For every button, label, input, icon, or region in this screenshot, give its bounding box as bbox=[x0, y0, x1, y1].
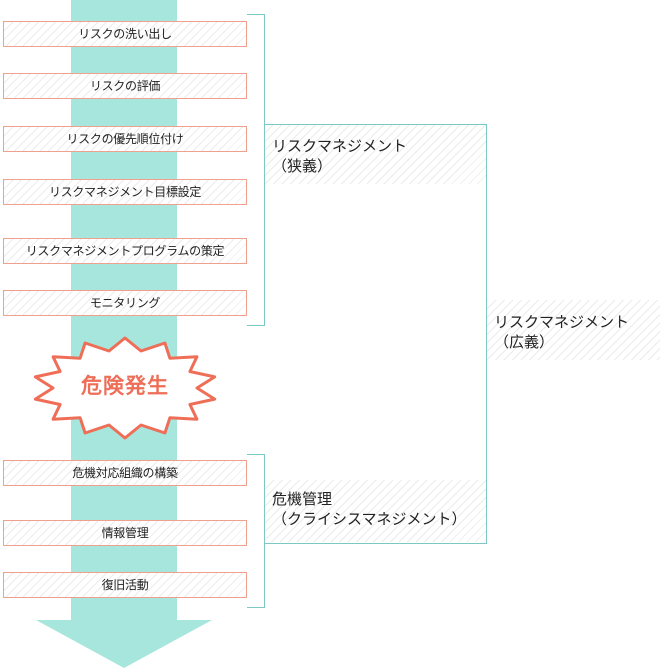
step-recovery-activities: 復旧活動 bbox=[3, 572, 247, 598]
bracket-crisis bbox=[247, 454, 265, 608]
step-objective-setting: リスクマネジメント目標設定 bbox=[3, 179, 247, 205]
hatch-narrow bbox=[265, 124, 487, 184]
step-risk-prioritization: リスクの優先順位付け bbox=[3, 126, 247, 152]
group-label-broad: リスクマネジメント （広義） bbox=[494, 312, 629, 352]
step-monitoring: モニタリング bbox=[3, 290, 247, 316]
group-label-narrow-line1: リスクマネジメント bbox=[272, 137, 408, 155]
bracket-narrow bbox=[247, 14, 265, 326]
flow-arrow-head bbox=[36, 620, 212, 668]
event-burst-icon bbox=[33, 336, 217, 440]
group-label-crisis-line2: （クライシスマネジメント） bbox=[272, 510, 467, 528]
group-label-broad-line2: （広義） bbox=[494, 333, 555, 351]
group-label-crisis-line1: 危機管理 bbox=[272, 490, 333, 508]
event-label: 危険発生 bbox=[81, 374, 169, 398]
bracket-broad bbox=[264, 124, 487, 544]
group-label-crisis: 危機管理 （クライシスマネジメント） bbox=[272, 489, 467, 529]
step-program-planning: リスクマネジメントプログラムの策定 bbox=[3, 238, 247, 264]
group-label-narrow-line2: （狭義） bbox=[272, 157, 333, 175]
group-label-narrow: リスクマネジメント （狭義） bbox=[272, 136, 407, 176]
group-label-broad-line1: リスクマネジメント bbox=[494, 313, 630, 331]
step-risk-identification: リスクの洗い出し bbox=[3, 21, 247, 47]
step-crisis-organization: 危機対応組織の構築 bbox=[3, 460, 247, 486]
step-information-management: 情報管理 bbox=[3, 520, 247, 546]
hatch-broad bbox=[487, 300, 660, 360]
step-risk-evaluation: リスクの評価 bbox=[3, 73, 247, 99]
hatch-crisis bbox=[265, 480, 487, 542]
